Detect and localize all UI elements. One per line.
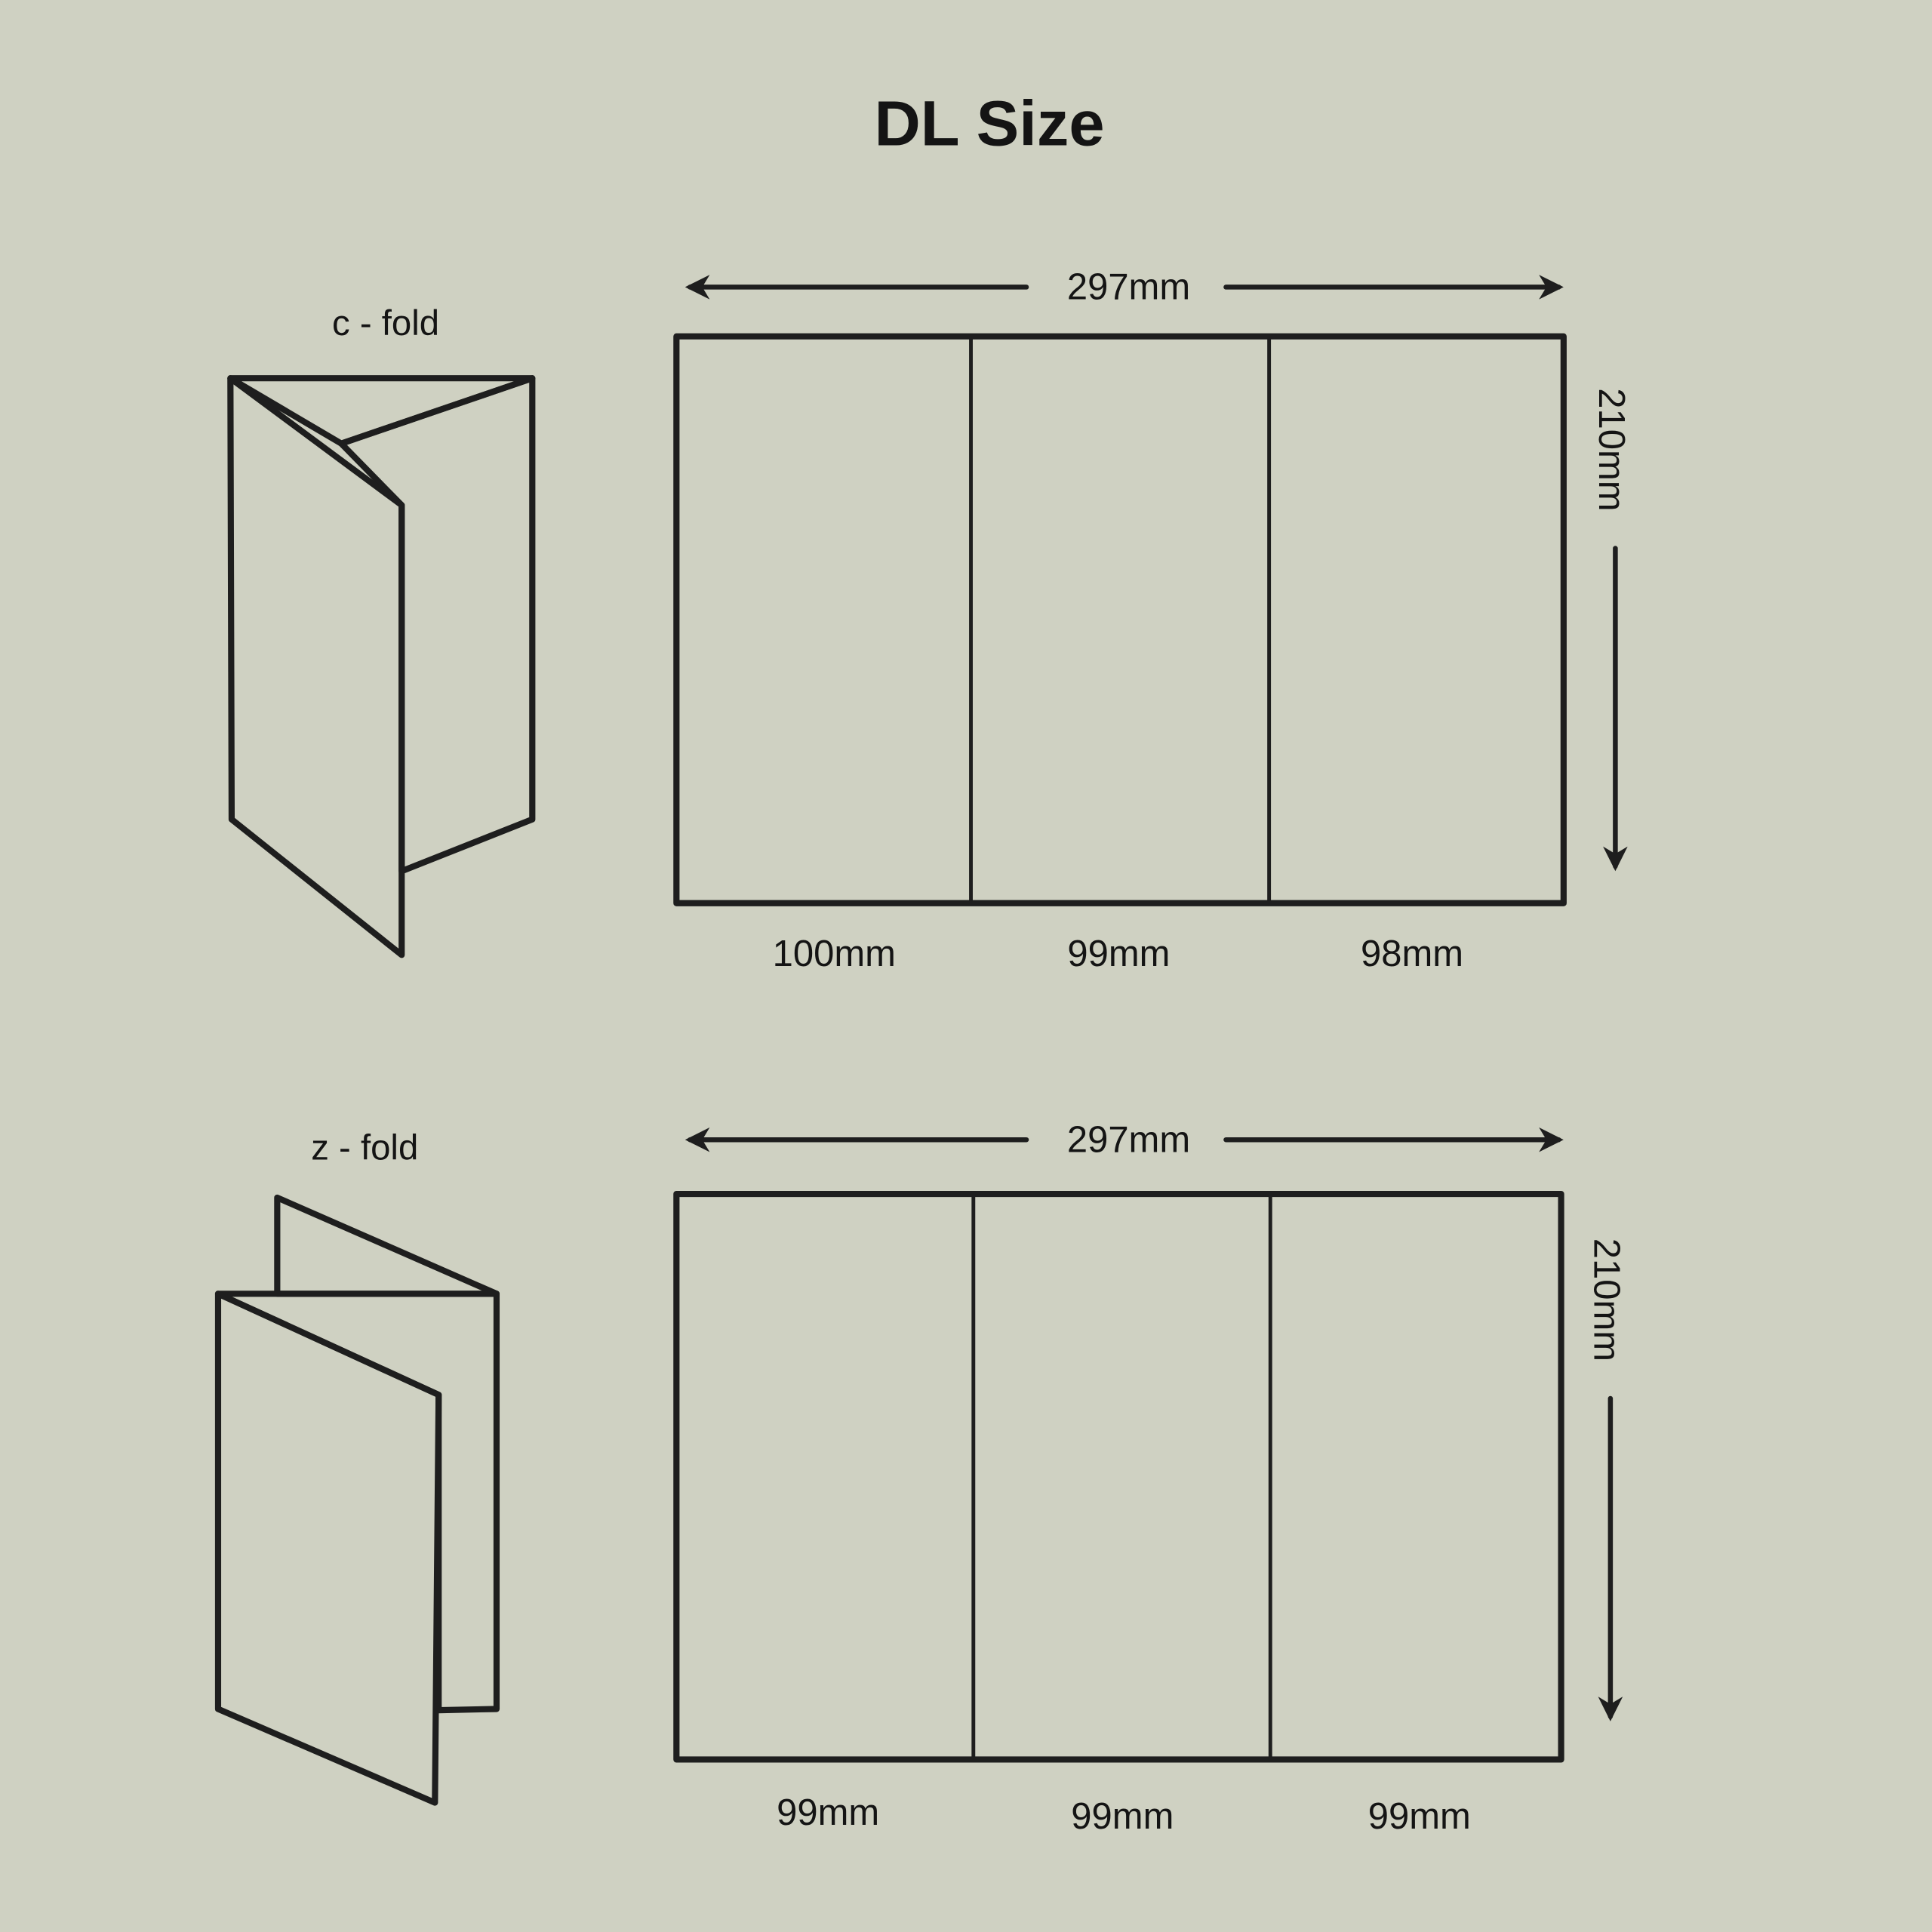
z-fold-section: z - fold 297mm 210mm 99mm 99mm 99mm [214, 1120, 1627, 1837]
width-label: 297mm [1067, 1120, 1190, 1161]
panel-width-label: 99mm [777, 1792, 879, 1833]
height-label: 210mm [1591, 388, 1632, 511]
panel-width-label: 100mm [773, 934, 896, 974]
panel-width-label: 99mm [1071, 1796, 1174, 1837]
c-fold-section: c - fold 297mm 210mm 100mm 99mm 98mm [227, 267, 1632, 974]
flat-sheet [673, 1190, 1564, 1763]
height-label: 210mm [1586, 1238, 1627, 1361]
panel-width-label: 98mm [1361, 934, 1463, 974]
z-fold-illustration [214, 1194, 500, 1806]
c-fold-label: c - fold [332, 303, 439, 343]
panel-width-label: 99mm [1368, 1796, 1471, 1837]
page-title: DL Size [875, 88, 1105, 159]
flat-sheet [673, 333, 1567, 906]
width-label: 297mm [1067, 267, 1190, 308]
z-fold-label: z - fold [311, 1128, 418, 1168]
panel-width-label: 99mm [1067, 934, 1170, 974]
c-fold-illustration [227, 375, 536, 958]
